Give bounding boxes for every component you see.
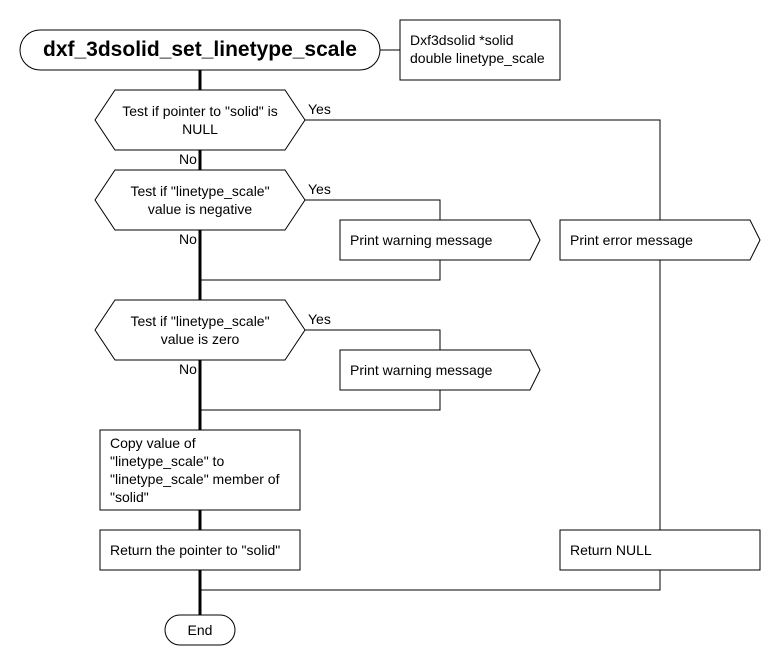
decision-null-check xyxy=(94,89,306,151)
param-linetype-scale: double linetype_scale xyxy=(410,50,545,66)
merge-negative xyxy=(200,260,441,281)
end-text: End xyxy=(187,622,213,638)
output-warning-negative xyxy=(339,219,541,261)
decision-zero-text: Test if "linetype_scale" value is zero xyxy=(130,313,270,347)
error-null-text: Print error message xyxy=(570,232,693,248)
params-text: Dxf3dsolid *solid double linetype_scale xyxy=(410,31,560,67)
yes-branch-null xyxy=(305,119,661,220)
output-warning-zero xyxy=(339,349,541,391)
yes-branch-zero xyxy=(305,329,441,350)
merge-return-null xyxy=(200,570,661,591)
return-null-text: Return NULL xyxy=(570,542,652,558)
decision-negative-check xyxy=(94,169,306,231)
return-pointer-text: Return the pointer to "solid" xyxy=(110,542,281,558)
copy-value-text: Copy value of "linetype_scale" to "linet… xyxy=(110,435,280,505)
no-label-zero: No xyxy=(179,361,197,377)
process-return-null xyxy=(559,529,761,571)
decision-zero-check xyxy=(94,299,306,361)
merge-zero xyxy=(200,390,441,411)
decision-null-text: Test if pointer to "solid" is NULL xyxy=(122,103,278,137)
warning-zero-text: Print warning message xyxy=(350,362,493,378)
warning-negative-text: Print warning message xyxy=(350,232,493,248)
process-copy-value xyxy=(99,429,301,511)
param-solid: Dxf3dsolid *solid xyxy=(410,32,514,48)
process-return-pointer xyxy=(99,529,301,571)
yes-branch-negative xyxy=(305,199,441,220)
params-box xyxy=(399,19,561,81)
no-label-negative: No xyxy=(179,231,197,247)
yes-label-negative: Yes xyxy=(308,181,331,197)
no-label-null: No xyxy=(179,151,197,167)
yes-label-null: Yes xyxy=(308,101,331,117)
function-title: dxf_3dsolid_set_linetype_scale xyxy=(43,38,357,61)
output-error-null xyxy=(559,219,761,261)
yes-label-zero: Yes xyxy=(308,311,331,327)
decision-negative-text: Test if "linetype_scale" value is negati… xyxy=(130,183,270,217)
end-terminator xyxy=(164,614,236,646)
